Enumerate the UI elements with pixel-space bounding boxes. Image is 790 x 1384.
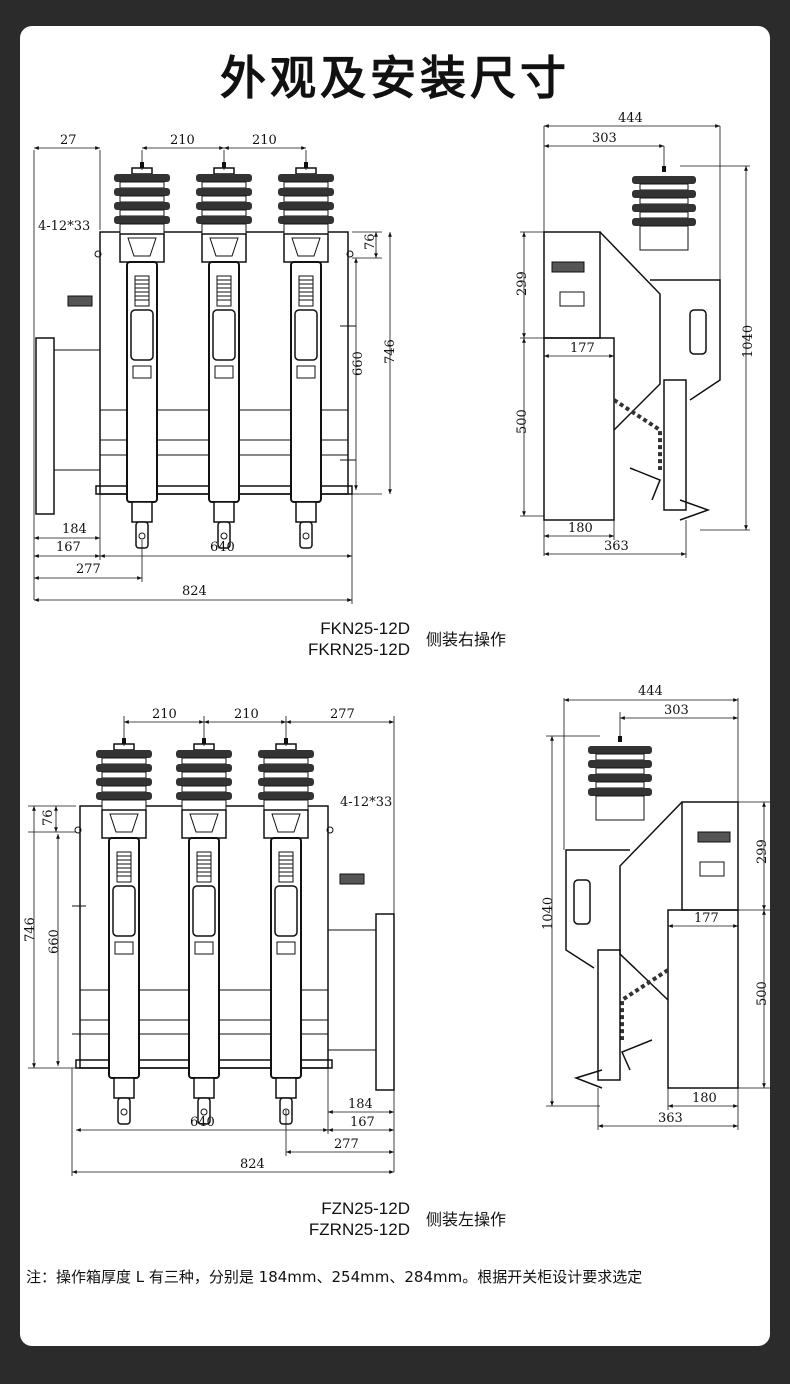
bottom-side-dimensions xyxy=(546,698,770,1130)
dim-640: 640 xyxy=(190,1115,215,1130)
dim-824: 824 xyxy=(240,1157,265,1172)
dim-1040: 1040 xyxy=(741,325,756,358)
dim-hole: 4-12*33 xyxy=(340,795,392,810)
bottom-front-dimensions xyxy=(28,716,395,1176)
dim-746: 746 xyxy=(383,339,398,364)
dim-444: 444 xyxy=(638,684,663,699)
dim-167: 167 xyxy=(350,1115,375,1130)
dim-hole: 4-12*33 xyxy=(38,219,90,234)
model-name: FZRN25-12D xyxy=(308,1220,410,1239)
bottom-model-names: FZN25-12D FZRN25-12D xyxy=(250,1198,410,1240)
dim-167: 167 xyxy=(56,540,81,555)
top-front-dimensions xyxy=(33,146,392,604)
dim-210: 210 xyxy=(234,707,259,722)
dim-277: 277 xyxy=(76,562,101,577)
dim-177: 177 xyxy=(694,911,719,926)
model-name: FZN25-12D xyxy=(321,1199,410,1218)
model-name: FKRN25-12D xyxy=(307,640,410,659)
page-title: 外观及安装尺寸 xyxy=(220,51,570,105)
dim-184: 184 xyxy=(62,522,87,537)
dim-500: 500 xyxy=(515,409,530,434)
dim-303: 303 xyxy=(664,703,689,718)
top-description: 侧装右操作 xyxy=(426,630,507,649)
dim-210: 210 xyxy=(170,133,195,148)
top-side-view xyxy=(543,231,721,521)
dim-184: 184 xyxy=(348,1097,373,1112)
dim-180: 180 xyxy=(568,521,593,536)
dim-363: 363 xyxy=(658,1111,683,1126)
bottom-front-dim-labels: 210 210 277 4-12*33 76 746 660 184 640 1… xyxy=(23,707,392,1172)
dim-1040: 1040 xyxy=(541,897,556,930)
top-front-dim-labels: 27 210 210 4-12*33 76 660 746 184 167 64… xyxy=(38,133,398,599)
top-model-names: FKN25-12D FKRN25-12D xyxy=(250,618,410,660)
footnote: 注：操作箱厚度 L 有三种，分别是 184mm、254mm、284mm。根据开关… xyxy=(26,1268,643,1286)
dim-660: 660 xyxy=(47,929,62,954)
dim-824: 824 xyxy=(182,584,207,599)
bottom-description: 侧装左操作 xyxy=(426,1210,507,1229)
dim-660: 660 xyxy=(351,351,366,376)
dim-640: 640 xyxy=(210,540,235,555)
dim-177: 177 xyxy=(570,341,595,356)
dim-277: 277 xyxy=(330,707,355,722)
dim-180: 180 xyxy=(692,1091,717,1106)
dim-746: 746 xyxy=(23,917,38,942)
dim-500: 500 xyxy=(755,981,770,1006)
dim-76: 76 xyxy=(363,233,378,250)
top-side-dim-labels: 444 303 299 177 1040 500 180 363 xyxy=(515,111,756,554)
dim-299: 299 xyxy=(755,839,770,864)
dim-363: 363 xyxy=(604,539,629,554)
dim-299: 299 xyxy=(515,271,530,296)
bottom-side-dim-labels: 444 303 299 1040 177 500 180 363 xyxy=(541,684,770,1126)
dim-210: 210 xyxy=(152,707,177,722)
dim-27: 27 xyxy=(60,133,77,148)
dim-303: 303 xyxy=(592,131,617,146)
dim-277: 277 xyxy=(334,1137,359,1152)
model-name: FKN25-12D xyxy=(320,619,410,638)
dim-444: 444 xyxy=(618,111,643,126)
dim-210: 210 xyxy=(252,133,277,148)
dim-76: 76 xyxy=(41,809,56,826)
top-side-dimensions xyxy=(520,124,750,558)
bottom-side-view xyxy=(565,801,739,1089)
